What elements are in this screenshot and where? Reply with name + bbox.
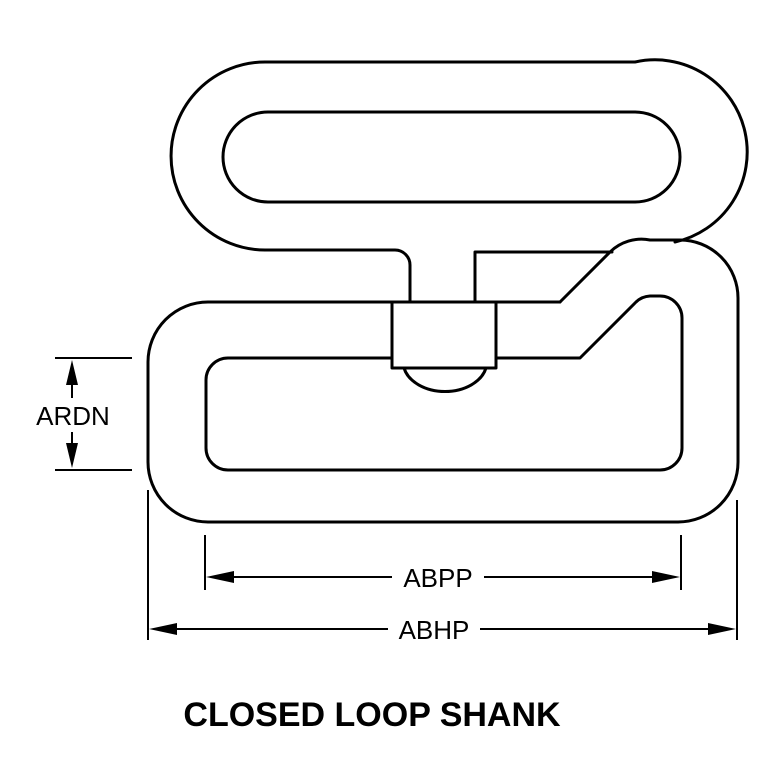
diagram-title: CLOSED LOOP SHANK [183, 696, 561, 734]
abpp-arrow-right [652, 571, 680, 583]
abhp-label: ABHP [399, 615, 470, 645]
abhp-arrow-left [149, 623, 177, 635]
top-loop-right-stem [473, 250, 614, 304]
shank-block [390, 300, 498, 370]
abpp-arrow-left [206, 571, 234, 583]
ardn-arrow-down [66, 443, 78, 468]
ardn-arrow-up [66, 360, 78, 385]
ardn-label: ARDN [36, 401, 110, 431]
top-loop-outer [169, 58, 749, 304]
hook-outer [146, 237, 740, 524]
abhp-arrow-right [708, 623, 736, 635]
shank-rivet [402, 366, 488, 393]
top-loop-inner [221, 110, 682, 204]
abpp-label: ABPP [403, 563, 472, 593]
hook-inner [204, 294, 684, 472]
